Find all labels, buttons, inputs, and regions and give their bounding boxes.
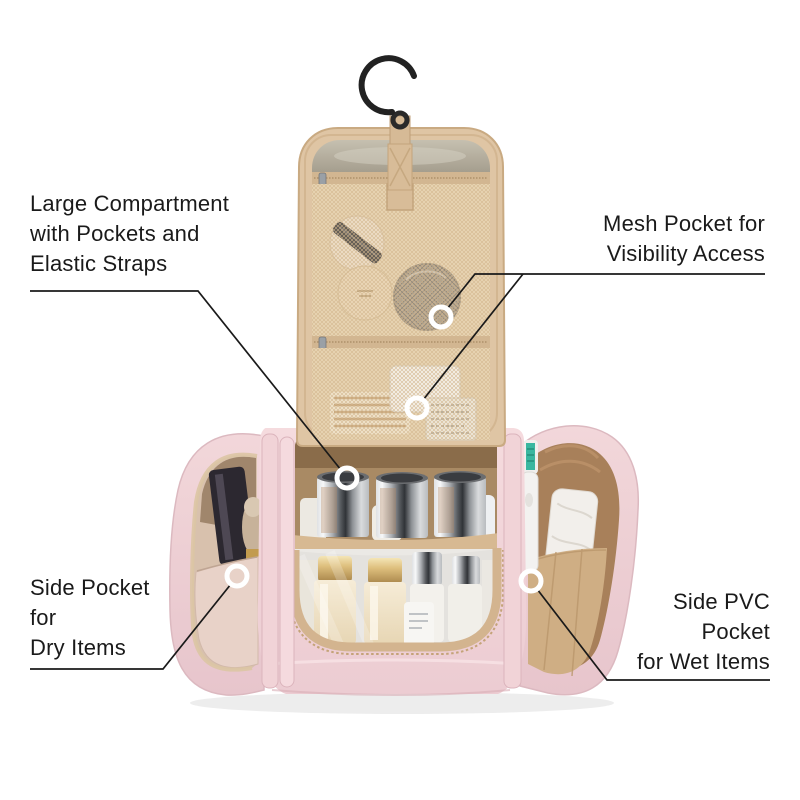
zipper-flange-right [503, 433, 522, 689]
window-bottles [295, 550, 496, 647]
top-flap [295, 115, 507, 447]
label-line: Side Pocket [30, 575, 150, 600]
label-line: Pocket [701, 619, 770, 644]
right-side-flap [519, 425, 640, 696]
zipper-flange-left [261, 433, 295, 689]
silver-bottle-3 [434, 471, 486, 537]
leader-mesh-pocket-upper [446, 273, 765, 310]
left-flap-rim-trim [190, 452, 258, 672]
label-line: Large Compartment [30, 191, 230, 216]
label-line: Mesh Pocket for [603, 211, 765, 236]
label-line: Visibility Access [606, 241, 765, 266]
annotation-lines [30, 273, 770, 681]
silver-bottle-1 [317, 471, 369, 537]
window-trim [290, 548, 502, 652]
marker-elastic-straps [334, 465, 360, 491]
hanging-hook [358, 55, 417, 130]
leader-mesh-pocket-lower [422, 273, 524, 401]
marker-mesh-lower [404, 395, 430, 421]
right-lining-sheen [539, 444, 601, 474]
main-compartment [257, 428, 527, 696]
silver-bottle-2 [376, 472, 428, 538]
body-bottom-edge [271, 689, 511, 696]
label-line: Side PVC [673, 589, 770, 614]
leader-dry-pocket [30, 583, 232, 670]
label-mesh-pocket: Mesh Pocket for Visibility Access [603, 209, 765, 269]
marker-wet-pocket [518, 568, 544, 594]
window-zipper-teeth [288, 550, 504, 655]
left-side-flap [169, 433, 265, 696]
leader-large-compartment [30, 290, 342, 471]
left-pocket-top-seam [196, 556, 258, 572]
lower-mesh-pocket [312, 348, 490, 441]
label-line: for [30, 605, 57, 630]
label-line: Elastic Straps [30, 251, 168, 276]
label-line: Dry Items [30, 635, 126, 660]
label-dry-pocket: Side Pocket for Dry Items [30, 573, 150, 663]
label-wet-pocket: Side PVC Pocket for Wet Items [637, 587, 770, 677]
label-line: for Wet Items [637, 649, 770, 674]
right-pocket-front [528, 548, 607, 675]
marker-mesh-upper [428, 304, 454, 330]
annotation-markers [224, 304, 544, 594]
body-bottom-highlight [265, 658, 519, 666]
label-large-compartment: Large Compartment with Pockets and Elast… [30, 189, 229, 279]
marker-dry-pocket [224, 563, 250, 589]
ground-shadow [190, 692, 614, 714]
leader-wet-pocket [536, 588, 770, 681]
upper-mesh-pocket [312, 183, 490, 336]
label-line: with Pockets and [30, 221, 200, 246]
